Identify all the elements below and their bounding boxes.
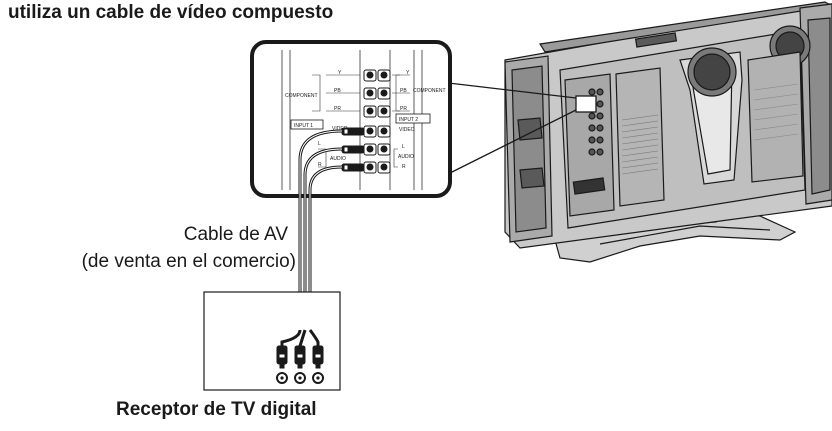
left-label-r: R xyxy=(318,162,322,168)
cable-label-line1: Cable de AV xyxy=(183,224,288,245)
left-label-y: Y xyxy=(338,70,342,76)
right-label-y: Y xyxy=(406,70,410,76)
left-label-pb: PB xyxy=(334,88,341,94)
receiver-label: Receptor de TV digital xyxy=(116,399,317,420)
rca-plugs-inserted xyxy=(341,127,365,172)
rca-plugs-receiver xyxy=(276,345,324,369)
right-label-r: R xyxy=(402,164,406,170)
input1-box xyxy=(290,119,324,130)
input2-box xyxy=(395,113,431,124)
page-heading: utiliza un cable de vídeo compuesto xyxy=(8,2,334,23)
left-label-pr: PR xyxy=(334,106,341,112)
left-label-component: COMPONENT xyxy=(285,93,318,99)
cable-label-line2: (de venta en el comercio) xyxy=(81,251,296,272)
digital-tv-receiver xyxy=(203,291,341,391)
right-label-audio: AUDIO xyxy=(398,154,414,160)
jack-column-left xyxy=(363,69,377,174)
tv-back-view xyxy=(504,1,832,263)
right-label-pr: PR xyxy=(400,106,407,112)
right-label-input2: INPUT 2 xyxy=(399,117,418,123)
jack-column-right xyxy=(377,69,391,174)
right-label-l: L xyxy=(402,144,405,150)
left-label-video: VIDEO xyxy=(332,126,348,132)
callout-lines xyxy=(439,81,597,179)
left-label-audio: AUDIO xyxy=(330,156,346,162)
right-label-pb: PB xyxy=(400,88,407,94)
zoomed-terminal-panel: Y PB COMPONENT PR INPUT 1 VIDEO L AUDIO … xyxy=(250,40,452,198)
left-label-l: L xyxy=(318,141,321,147)
left-label-input1: INPUT 1 xyxy=(294,123,313,129)
right-label-component: COMPONENT xyxy=(413,88,446,94)
right-label-video: VIDEO xyxy=(399,127,415,133)
